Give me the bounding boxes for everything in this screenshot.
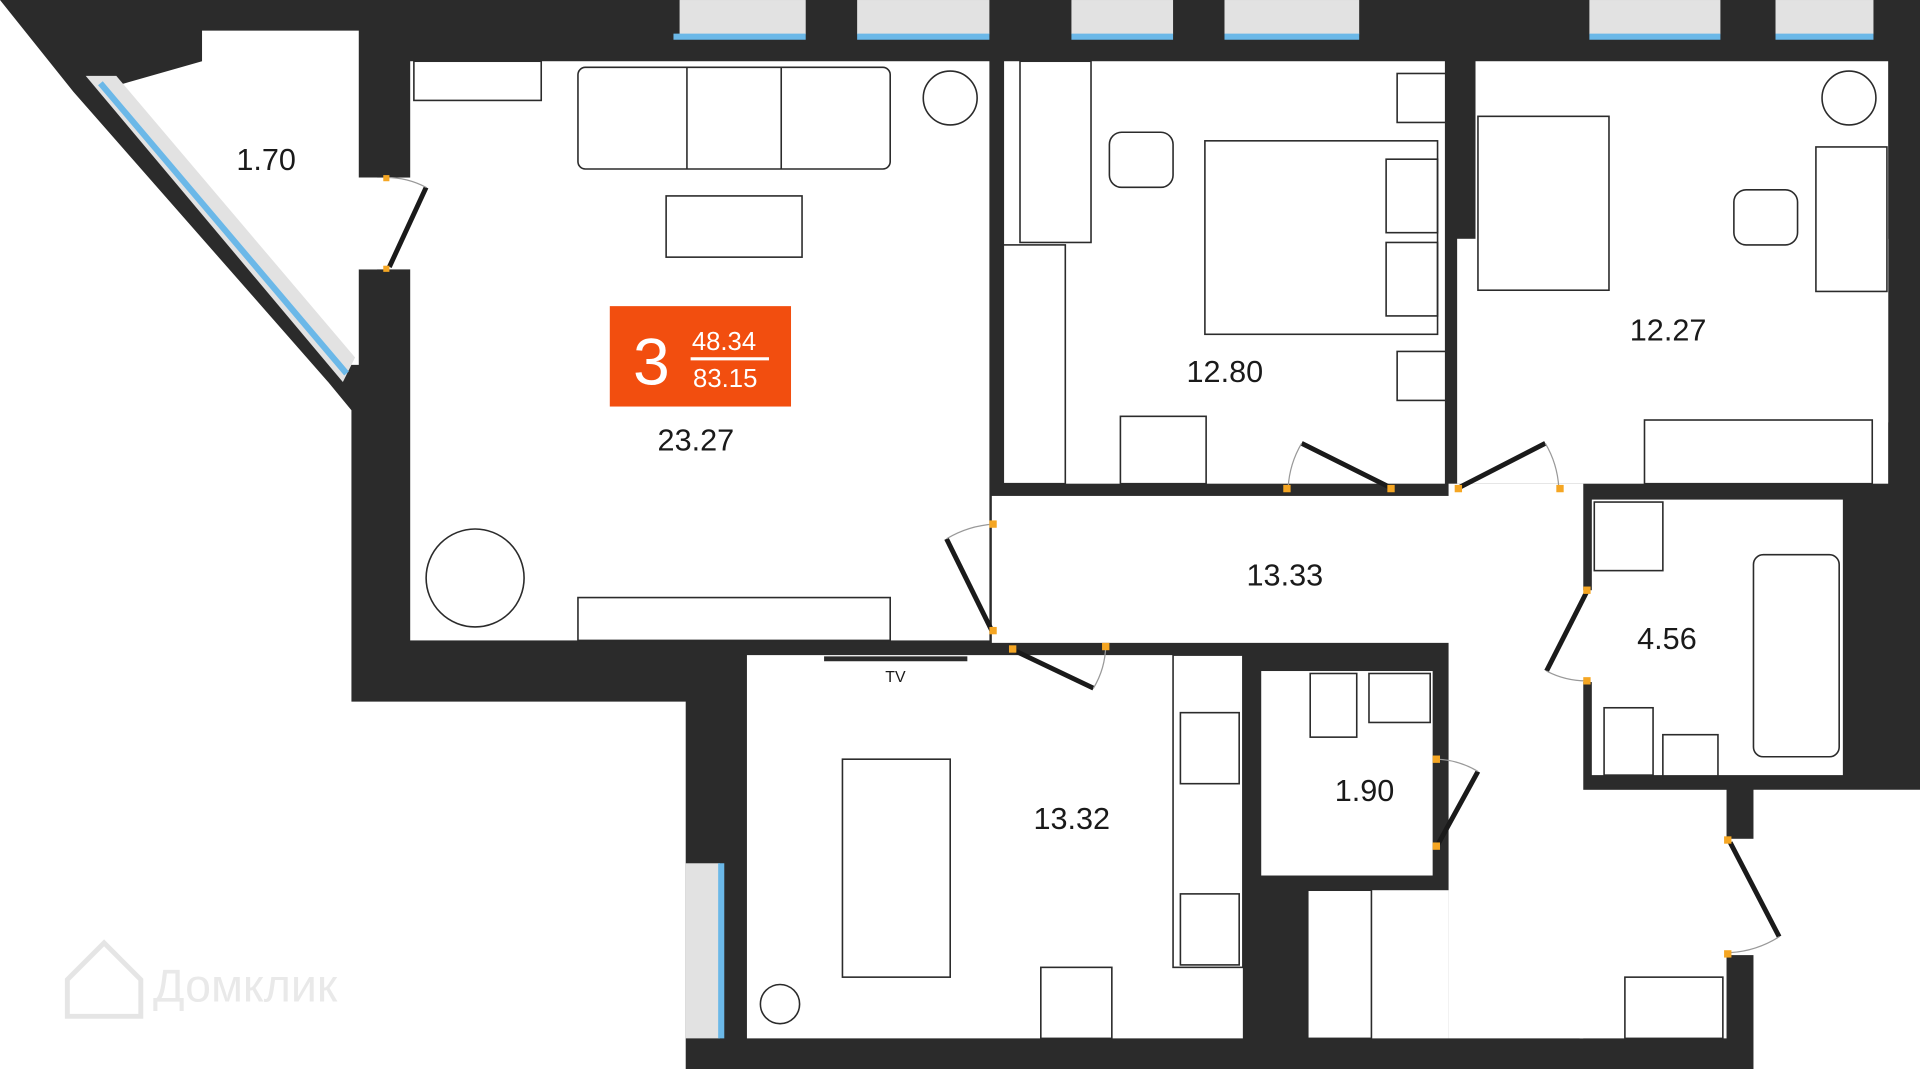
wardrobe-icon [1643,419,1874,485]
rooms-count: 3 [633,326,670,400]
watermark-logo-icon [64,939,144,1019]
hallway-floor-c [1579,789,1727,1039]
wardrobe-icon [1000,244,1067,485]
bath-door-gap [1573,590,1598,683]
dresser-icon [1119,415,1207,485]
wc-floor [1261,671,1433,876]
tv-label: TV [885,669,906,686]
desk-icon [1815,146,1888,293]
armchair-icon [425,528,525,628]
wardrobe-icon [1306,889,1373,1040]
plant-icon [759,983,801,1025]
watermark-text: Домклик [153,960,338,1012]
room-area-bedroom-1: 12.80 [1187,355,1264,389]
total-area: 83.15 [693,365,757,393]
room-area-bathroom: 4.56 [1637,622,1697,656]
windows [85,0,1874,1039]
bathroom-floor [1591,499,1843,776]
door-gap-living [358,177,414,270]
desk-icon [1019,60,1092,244]
furniture [413,60,1888,1040]
nightstand-icon [1396,350,1447,402]
toilet-icon [1309,672,1358,738]
kitchen-floor [746,655,1243,1039]
kitchen-counter-icon [1172,654,1244,969]
sink-icon [1368,672,1431,724]
bed-icon [1477,115,1610,292]
nightstand-icon [1396,72,1447,124]
plant-icon [1821,70,1877,126]
living-area: 48.34 [692,328,756,356]
shoe-rack-icon [1624,976,1724,1040]
toilet-icon [1603,706,1654,776]
bedroom-2-floor-b [1457,238,1889,484]
radiator-icon [413,60,543,102]
chair-icon [1108,131,1174,189]
kitchen-sink-icon [1179,711,1240,785]
hallway-floor-b [1448,483,1584,1039]
washing-machine-icon [1593,501,1664,572]
balcony-floor [107,30,378,365]
watermark: Домклик [64,939,338,1019]
sink-icon [1662,733,1719,779]
bed-icon [1204,140,1439,336]
coffee-table-icon [665,195,803,258]
badge-background [609,306,792,407]
plant-icon [922,70,978,126]
doors [383,175,1782,958]
bathtub-icon [1752,553,1840,758]
chair-icon [1733,189,1799,246]
room-area-wc: 1.90 [1335,774,1395,808]
room-area-kitchen: 13.32 [1033,802,1110,836]
room-area-balcony: 1.70 [236,143,296,177]
room-area-bedroom-2: 12.27 [1630,313,1707,347]
stove-icon [1179,893,1240,966]
apartment-badge: 3 48.34 83.15 [609,306,792,407]
sofa-icon [577,66,891,170]
room-area-hallway: 13.33 [1247,558,1324,592]
dining-table-icon [841,758,951,978]
tv-stand-icon [577,596,891,642]
bedroom-1-floor [1004,61,1445,484]
room-area-living-room: 23.27 [658,424,735,458]
closet-floor [1307,890,1449,1039]
oven-icon [1040,966,1113,1040]
